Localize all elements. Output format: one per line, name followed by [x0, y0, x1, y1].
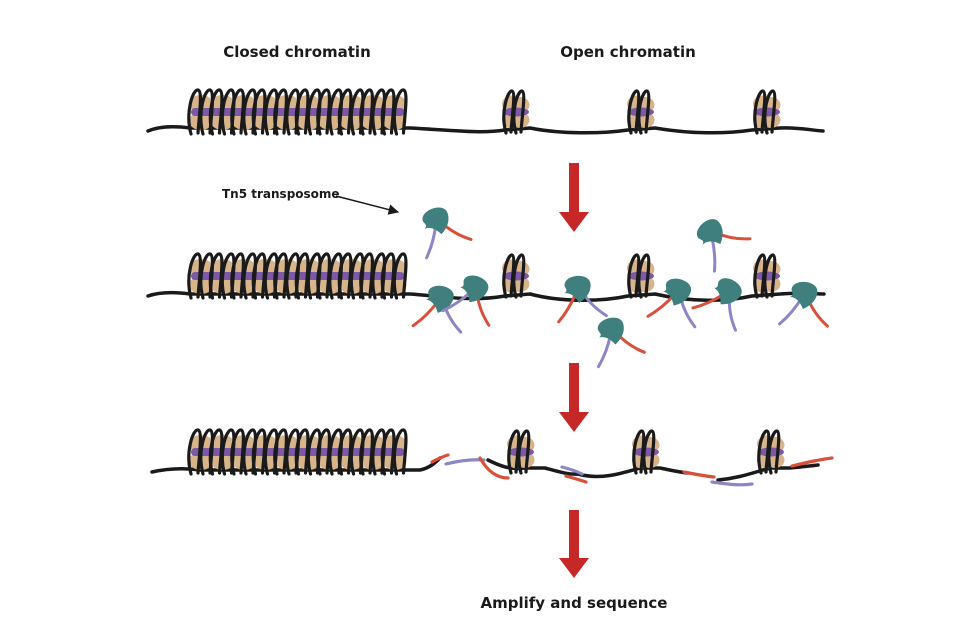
- tn5-transposome: [422, 207, 473, 260]
- adapter-end: [790, 456, 834, 468]
- dna-wrap: [512, 253, 526, 299]
- dna-fragment: [716, 463, 820, 482]
- dna-wrap: [512, 89, 526, 135]
- nucleosome: [507, 429, 535, 475]
- amplify-and-sequence-label: Amplify and sequence: [481, 594, 668, 612]
- nucleosome: [753, 253, 781, 299]
- step-arrow-head: [559, 212, 589, 232]
- dna-wrap: [763, 253, 777, 299]
- histone-core: [503, 271, 529, 281]
- adapter-end: [564, 474, 588, 484]
- tn5-transposome: [411, 285, 463, 334]
- step-arrow-shaft: [569, 510, 579, 560]
- row-3-fragments: [150, 428, 834, 487]
- dna-wrap: [392, 252, 408, 300]
- step-arrow-head: [559, 412, 589, 432]
- dna-wrap: [763, 89, 777, 135]
- tn5-transposome: [646, 278, 697, 329]
- transposase-body: [460, 275, 489, 303]
- tn5-transposomes: [411, 207, 829, 369]
- dna-wrap: [392, 428, 408, 476]
- step-arrow-shaft: [569, 163, 579, 214]
- adapter-end: [430, 453, 450, 464]
- histone-core: [628, 107, 654, 117]
- tn5-transposome: [557, 275, 608, 324]
- tn5-pointer-arrow: [335, 195, 400, 215]
- row-1-chromatin: [146, 88, 825, 136]
- adapter-end: [444, 458, 486, 466]
- step-arrow-shaft: [569, 363, 579, 414]
- transposase-body: [789, 281, 818, 309]
- histone-core: [503, 107, 529, 117]
- open-chromatin-nucleosomes: [502, 253, 781, 299]
- histone-core: [758, 447, 784, 457]
- tn5-transposome: [597, 317, 646, 369]
- transposase-body: [696, 219, 723, 245]
- nucleosome: [627, 253, 655, 299]
- histone-core: [754, 107, 780, 117]
- transposase-body: [564, 275, 591, 303]
- dna-wrap: [637, 253, 651, 299]
- transposase-body: [425, 285, 454, 313]
- closed-chromatin-array: [187, 252, 408, 300]
- step-arrows: [559, 163, 589, 578]
- adapter-end: [560, 465, 584, 476]
- nucleosome: [502, 89, 530, 135]
- adapter-arm: [710, 235, 717, 273]
- adapter-end: [710, 480, 754, 487]
- histone-core: [754, 271, 780, 281]
- tn5-transposome: [691, 278, 742, 332]
- tn5-transposome: [696, 219, 752, 273]
- dna-wrap: [392, 88, 408, 136]
- dna-fragment: [486, 458, 580, 476]
- tagged-fragment-adapters: [430, 453, 834, 487]
- nucleosome: [502, 253, 530, 299]
- step-arrow-head: [559, 558, 589, 578]
- transposase-body: [713, 278, 742, 305]
- nucleosome: [627, 89, 655, 135]
- transposase-body: [597, 317, 624, 345]
- adapter-end: [682, 470, 716, 479]
- transposase-body: [662, 278, 691, 306]
- dna-wrap: [642, 429, 656, 475]
- open-chromatin-nucleosomes: [502, 89, 781, 135]
- closed-chromatin-array: [187, 428, 408, 476]
- tn5-transposome: [441, 275, 491, 327]
- nucleosome: [757, 429, 785, 475]
- tn5-transposome-label: Tn5 transposome: [222, 187, 340, 201]
- open-chromatin-nucleosomes: [507, 429, 785, 475]
- row-2-chromatin: [146, 207, 829, 369]
- tn5-transposome: [777, 281, 829, 328]
- histone-core: [633, 447, 659, 457]
- transposase-body: [422, 207, 449, 235]
- closed-chromatin-array: [187, 88, 408, 136]
- open-chromatin-label: Open chromatin: [560, 43, 696, 61]
- nucleosome: [753, 89, 781, 135]
- nucleosome: [632, 429, 660, 475]
- histone-core: [508, 447, 534, 457]
- adapter-end: [478, 456, 510, 480]
- histone-core: [628, 271, 654, 281]
- dna-wrap: [517, 429, 531, 475]
- dna-fragment: [576, 466, 690, 479]
- dna-wrap: [767, 429, 781, 475]
- dna-wrap: [637, 89, 651, 135]
- closed-chromatin-label: Closed chromatin: [223, 43, 371, 61]
